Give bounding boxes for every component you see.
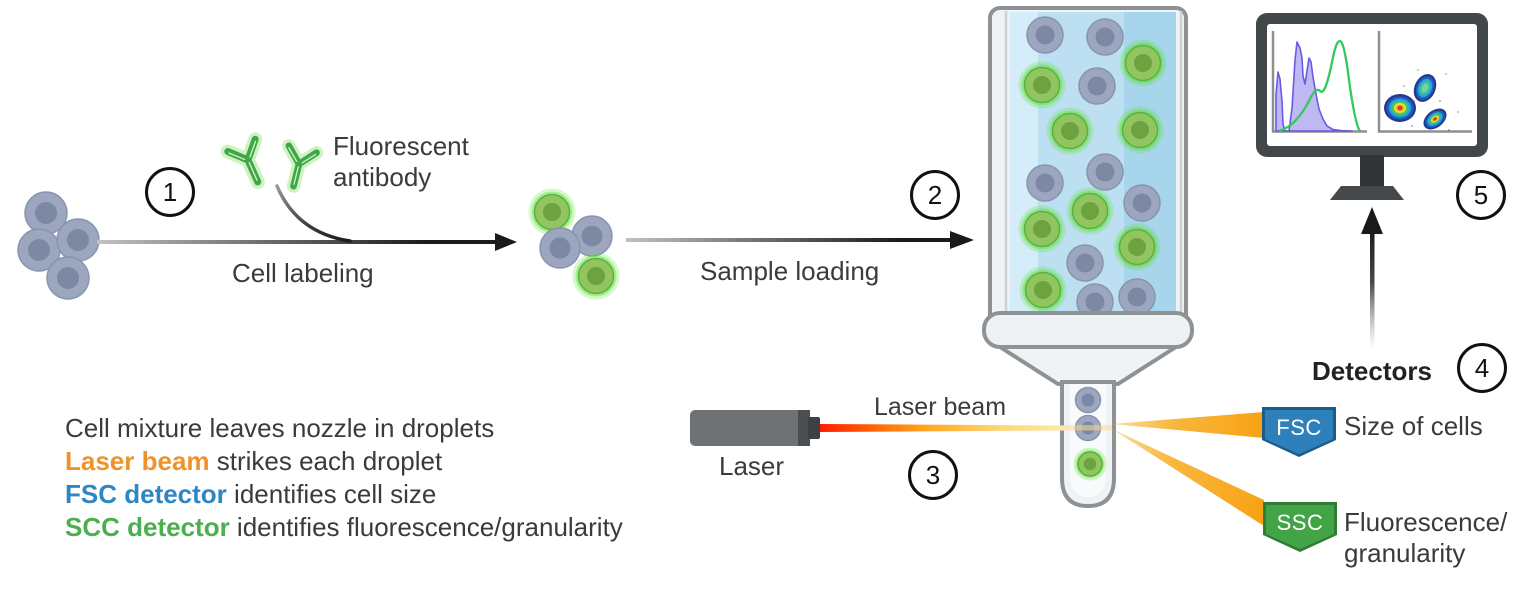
step-4-number: 4 (1474, 352, 1490, 383)
results-monitor (1256, 13, 1488, 200)
legend-fsc-highlight: FSC detector (65, 479, 227, 509)
ssc-badge-label: SSC (1276, 510, 1324, 535)
legend-line-1: Cell mixture leaves nozzle in droplets (65, 412, 623, 445)
histogram-plot (1271, 31, 1367, 133)
detectors-label: Detectors (1312, 356, 1432, 386)
detectors-to-monitor-arrow (1361, 207, 1383, 348)
step-3-number: 3 (925, 459, 941, 490)
beam-through-nozzle (1066, 425, 1112, 431)
fsc-detector-badge: FSC (1262, 407, 1336, 457)
labeled-cell-cluster (527, 187, 621, 301)
sample-loading-arrow (626, 231, 974, 249)
laser-label: Laser (719, 451, 785, 481)
ssc-description-line1: Fluorescence/ (1344, 507, 1508, 537)
fluorescent-antibody-icon (228, 139, 317, 189)
legend-line-2: Laser beam strikes each droplet (65, 445, 623, 478)
legend-line-3-rest: identifies cell size (226, 479, 437, 509)
scatter-beams (1112, 412, 1264, 526)
legend-laser-beam-highlight: Laser beam (65, 446, 210, 476)
fluorescent-antibody-line1: Fluorescent (333, 131, 469, 161)
step-3-circle: 3 (908, 450, 958, 500)
fsc-badge-label: FSC (1276, 415, 1322, 440)
legend-line-3: FSC detector identifies cell size (65, 478, 623, 511)
step-1-circle: 1 (145, 167, 195, 217)
legend-line-4-rest: identifies fluorescence/granularity (229, 512, 623, 542)
fluorescent-antibody-label: Fluorescent antibody (333, 131, 469, 193)
step-1-number: 1 (162, 176, 178, 207)
step-5-number: 5 (1473, 179, 1489, 210)
legend-line-1-text: Cell mixture leaves nozzle in droplets (65, 413, 495, 443)
legend-line-4: SCC detector identifies fluorescence/gra… (65, 511, 623, 544)
cell-labeling-arrow (97, 184, 517, 251)
cell-labeling-label: Cell labeling (232, 258, 374, 288)
laser-device (690, 410, 820, 446)
density-scatter-plot (1377, 31, 1472, 133)
step-2-circle: 2 (910, 170, 960, 220)
sample-tube (982, 6, 1194, 509)
step-4-circle: 4 (1457, 343, 1507, 393)
sample-loading-label: Sample loading (700, 256, 880, 286)
ssc-description-line2: granularity (1344, 538, 1466, 568)
legend-block: Cell mixture leaves nozzle in droplets L… (65, 412, 623, 544)
legend-line-2-rest: strikes each droplet (209, 446, 443, 476)
legend-scc-highlight: SCC detector (65, 512, 230, 542)
fsc-description: Size of cells (1344, 411, 1483, 441)
step-2-number: 2 (927, 179, 943, 210)
ssc-description: Fluorescence/ granularity (1344, 507, 1507, 569)
fluorescent-antibody-line2: antibody (333, 162, 432, 192)
unlabeled-cell-cluster (17, 191, 100, 300)
step-5-circle: 5 (1456, 170, 1506, 220)
laser-beam (820, 424, 1066, 432)
laser-beam-label: Laser beam (874, 393, 1007, 421)
